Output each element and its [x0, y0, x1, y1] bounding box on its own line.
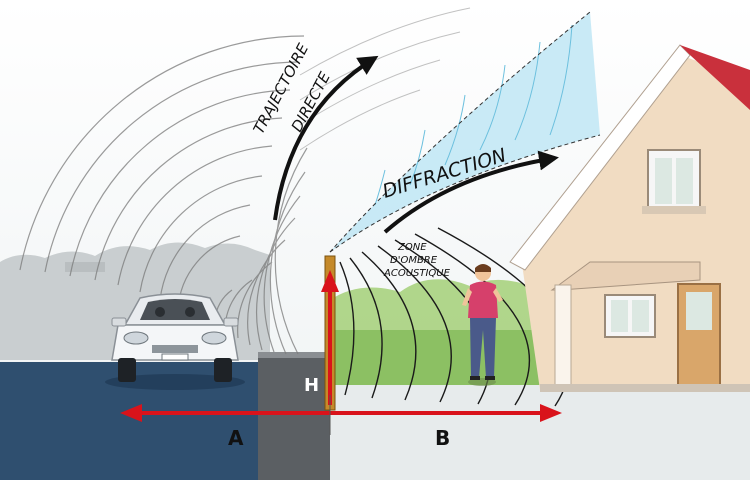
diffraction-upper-edge	[329, 11, 591, 253]
distant-building	[65, 262, 105, 272]
diffraction-fan	[330, 12, 600, 252]
label-height-h: H	[304, 375, 319, 396]
diffraction-arrow	[383, 150, 559, 234]
person-icon	[462, 264, 503, 386]
label-distance-a: A	[228, 426, 244, 450]
diffraction-fan-lines	[374, 24, 573, 206]
direct-path-arrow	[273, 55, 379, 221]
diffraction-lower-edge	[329, 134, 601, 253]
dimension-lines	[120, 270, 562, 422]
car-icon	[105, 293, 245, 390]
grass	[330, 330, 560, 390]
label-zone-line2: D'OMBRE	[390, 255, 438, 266]
house-icon	[509, 44, 750, 392]
sound-waves-upper	[299, 7, 471, 151]
ground-right	[330, 385, 750, 480]
label-zone-line1: ZONE	[397, 242, 427, 253]
label-distance-b: B	[435, 426, 450, 450]
embankment	[258, 352, 330, 480]
label-zone-line3: ACOUSTIQUE	[383, 268, 451, 279]
